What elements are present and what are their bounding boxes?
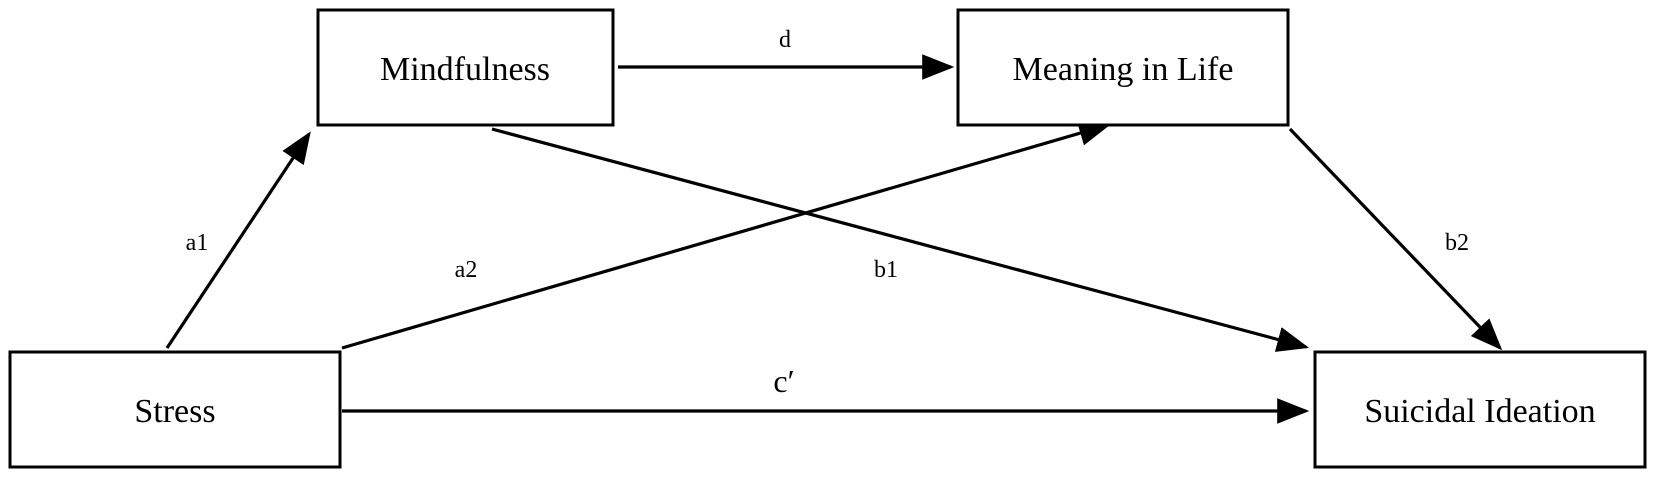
node-label-mindfulness: Mindfulness xyxy=(380,51,550,88)
edge-b2 xyxy=(1288,127,1503,351)
edge-a2 xyxy=(341,120,1112,350)
path-label-b2: b2 xyxy=(1445,230,1469,256)
path-label-b1: b1 xyxy=(874,257,898,283)
node-label-suicidal-ideation: Suicidal Ideation xyxy=(1364,393,1595,430)
node-mindfulness: Mindfulness xyxy=(316,8,615,127)
node-stress: Stress xyxy=(8,350,342,469)
node-meaning-in-life: Meaning in Life xyxy=(956,8,1290,127)
node-suicidal-ideation: Suicidal Ideation xyxy=(1313,350,1647,469)
edge-a1 xyxy=(165,131,311,349)
path-label-a1: a1 xyxy=(186,230,209,256)
path-label-d: d xyxy=(779,27,791,53)
node-label-stress: Stress xyxy=(134,393,215,430)
node-label-meaning-in-life: Meaning in Life xyxy=(1013,51,1234,88)
path-label-a2: a2 xyxy=(455,257,478,283)
edge-b1 xyxy=(491,127,1310,352)
path-label-c-prime: c′ xyxy=(773,363,794,399)
